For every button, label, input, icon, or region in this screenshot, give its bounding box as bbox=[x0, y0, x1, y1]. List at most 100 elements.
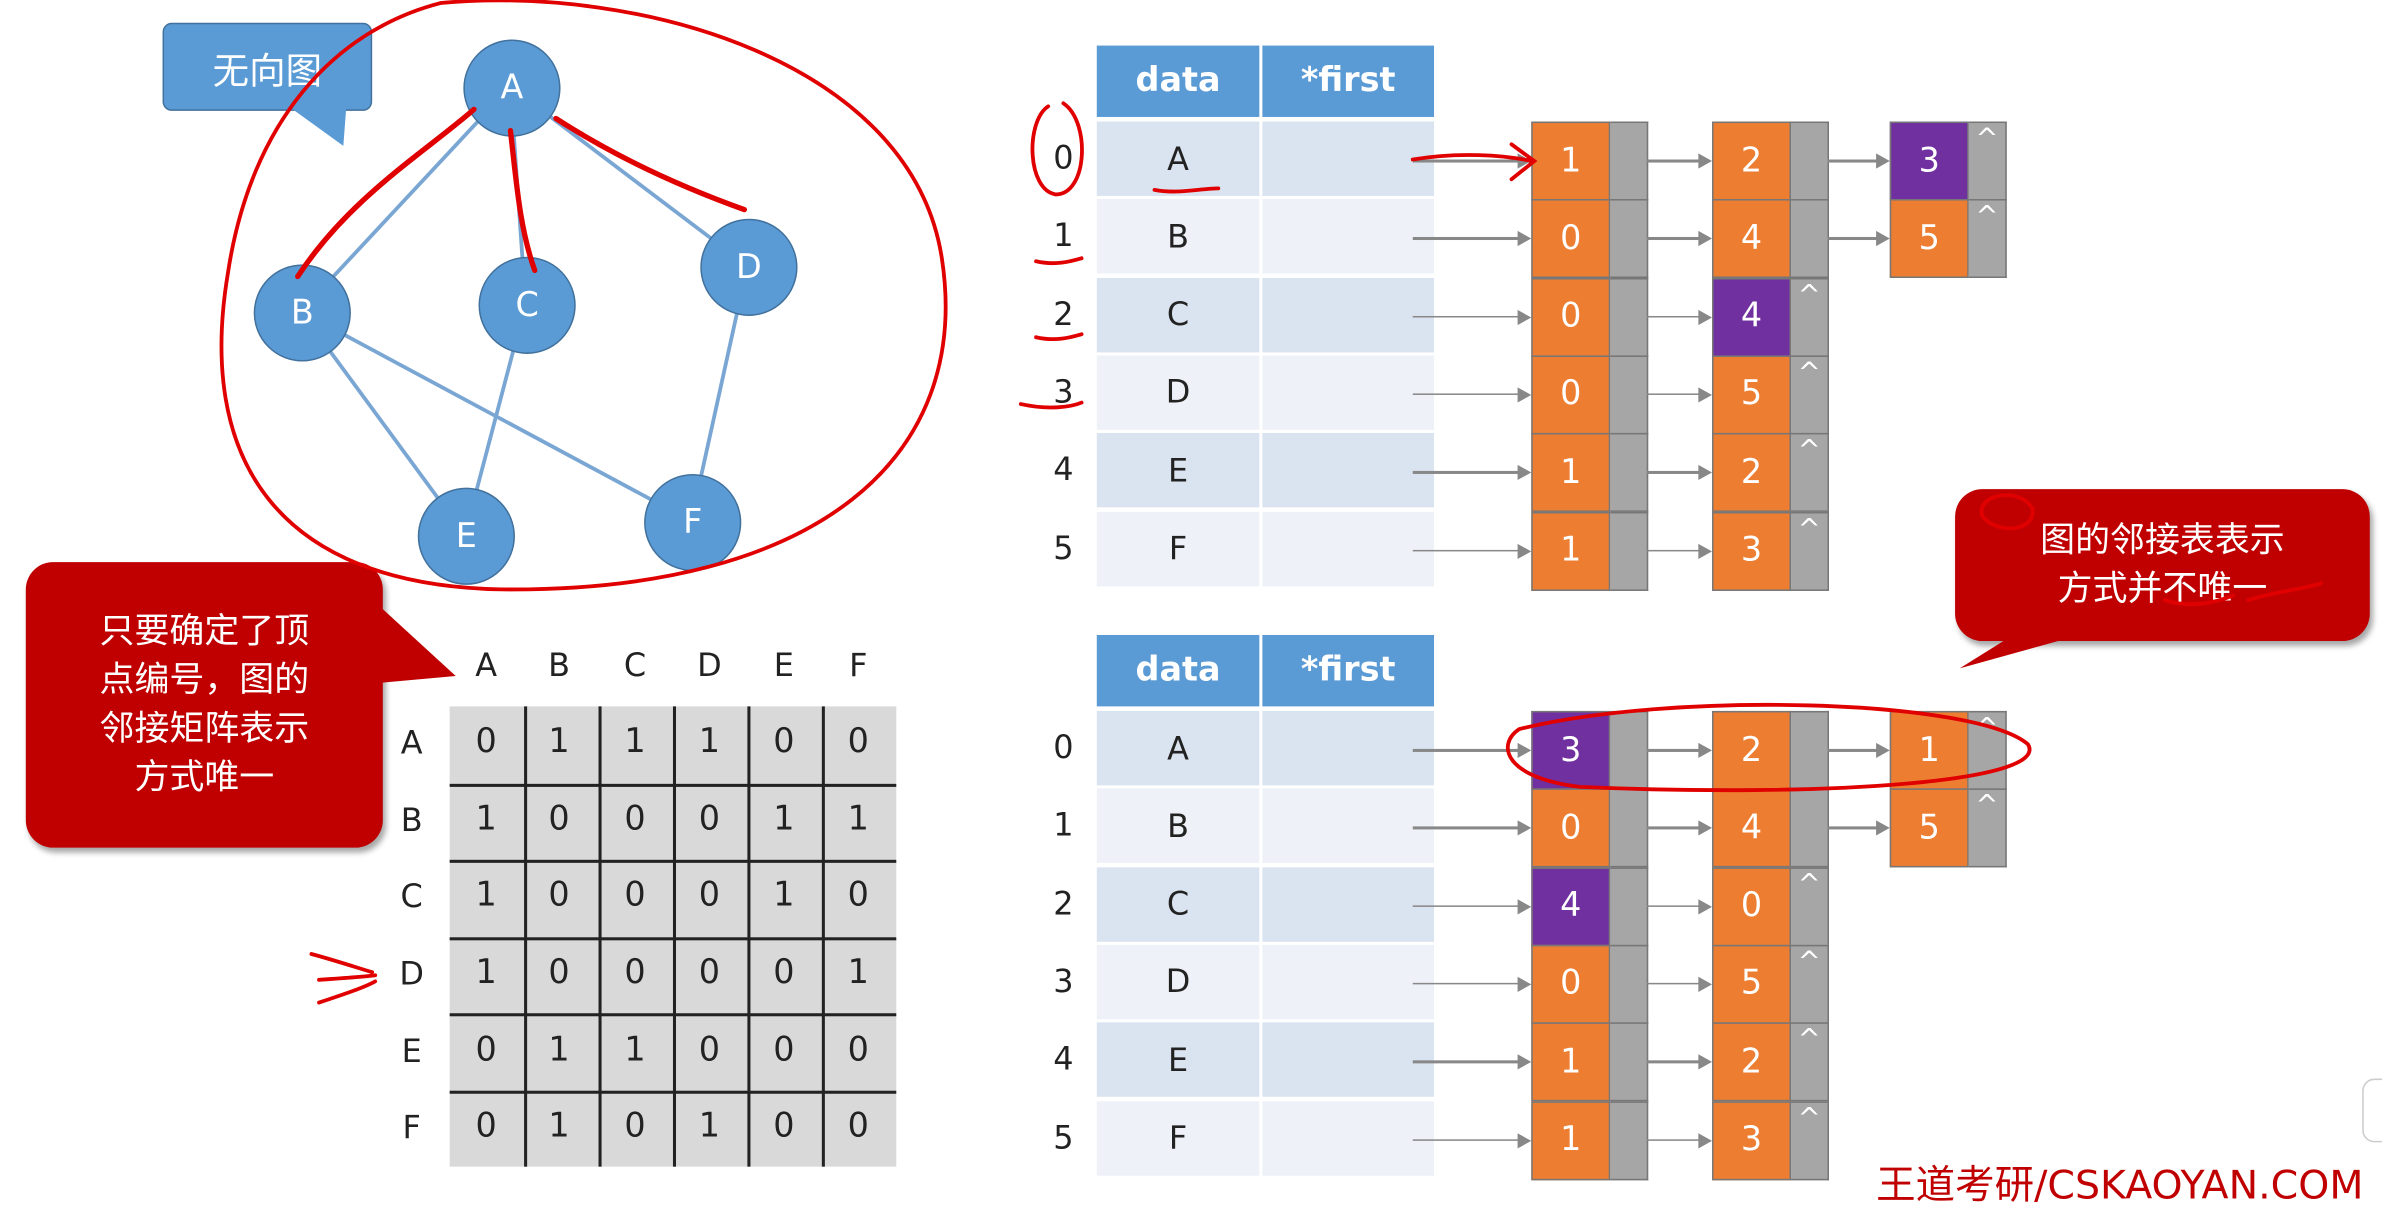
callout-tail bbox=[288, 106, 347, 146]
edge-node: 0 bbox=[1531, 788, 1649, 880]
matrix-cell: 0 bbox=[698, 876, 721, 915]
arrow-line bbox=[1646, 471, 1700, 474]
edge-node: 0 bbox=[1531, 355, 1649, 446]
matrix-row-header: E bbox=[401, 1032, 422, 1070]
matrix-cell: 0 bbox=[847, 723, 869, 762]
matrix-cell: 1 bbox=[548, 723, 570, 762]
adjvex: 1 bbox=[1531, 1022, 1611, 1102]
arrow-line bbox=[1412, 1060, 1520, 1063]
next-pointer bbox=[1610, 199, 1649, 279]
matrix-cell: 0 bbox=[624, 876, 646, 915]
vertex-data: A bbox=[1096, 710, 1260, 786]
next-pointer bbox=[1791, 788, 1829, 868]
grid-line bbox=[449, 1089, 897, 1093]
adjvex: 0 bbox=[1531, 788, 1611, 868]
arrow-head-icon bbox=[1876, 153, 1890, 169]
matrix-col-header: E bbox=[773, 647, 794, 684]
arrow-head-icon bbox=[1876, 742, 1890, 759]
edge-A-B bbox=[299, 85, 512, 313]
matrix-cell: 1 bbox=[847, 953, 869, 992]
handwritten-annotations bbox=[219, 0, 2324, 1005]
grid-line bbox=[747, 706, 751, 1167]
edge-node: 4 bbox=[1531, 866, 1649, 958]
next-pointer: ^ bbox=[1791, 1100, 1829, 1180]
edge-node: 4^ bbox=[1712, 277, 1829, 368]
red-circle-graph bbox=[219, 0, 948, 592]
matrix-row-header: A bbox=[400, 724, 423, 762]
first-pointer bbox=[1262, 511, 1435, 586]
arrow-head-icon bbox=[1698, 976, 1713, 992]
matrix-row-header: B bbox=[400, 802, 423, 839]
adjvex: 1 bbox=[1531, 121, 1611, 201]
adjvex: 4 bbox=[1712, 788, 1792, 868]
edge-node: 1 bbox=[1531, 1022, 1649, 1114]
header-first: *first bbox=[1262, 634, 1435, 707]
graph-node-A: A bbox=[463, 39, 561, 137]
note-line: 点编号，图的 bbox=[99, 660, 310, 701]
adjvex: 1 bbox=[1531, 1100, 1611, 1180]
arrow-head-icon bbox=[1698, 387, 1713, 403]
matrix-row-header: C bbox=[400, 878, 423, 915]
edge-node: 5^ bbox=[1889, 199, 2007, 290]
arrow-head-icon bbox=[1698, 465, 1713, 481]
vertex-index: 5 bbox=[1053, 529, 1074, 566]
first-pointer bbox=[1262, 199, 1435, 274]
red-oval-list bbox=[1505, 702, 2032, 793]
adjvex: 5 bbox=[1712, 355, 1792, 435]
matrix-cell: 0 bbox=[847, 1031, 869, 1070]
scroll-handle[interactable] bbox=[2362, 1078, 2382, 1143]
adjvex: 3 bbox=[1712, 511, 1792, 591]
arrow-line bbox=[1412, 315, 1520, 318]
arrow-head-icon bbox=[1876, 820, 1890, 836]
matrix-cell: 0 bbox=[773, 1031, 795, 1070]
red-edge-ab bbox=[295, 106, 477, 280]
matrix-cell: 0 bbox=[773, 723, 795, 762]
matrix-cell: 0 bbox=[624, 800, 646, 839]
arrow-head-icon bbox=[1517, 231, 1532, 247]
red-circle-zero bbox=[1030, 101, 1084, 197]
adjvex: 0 bbox=[1531, 277, 1611, 357]
first-pointer bbox=[1262, 788, 1435, 864]
arrow-line bbox=[1646, 1060, 1700, 1063]
matrix-cell: 0 bbox=[698, 1031, 721, 1070]
arrow-head-icon bbox=[1517, 976, 1532, 992]
grid-line bbox=[449, 936, 897, 940]
arrow-line bbox=[1412, 904, 1520, 908]
matrix-cell: 1 bbox=[548, 1107, 570, 1146]
red-circle-tu bbox=[1979, 493, 2035, 531]
arrow-to-list bbox=[1410, 142, 1538, 182]
vertex-index: 1 bbox=[1053, 807, 1074, 844]
graph-node-E: E bbox=[417, 487, 515, 585]
matrix-cell: 1 bbox=[624, 723, 646, 762]
matrix-cell: 0 bbox=[847, 876, 869, 915]
arrow-line bbox=[1827, 826, 1878, 830]
matrix-cell: 0 bbox=[475, 1107, 497, 1146]
next-pointer bbox=[1610, 1022, 1649, 1102]
adjvex: 0 bbox=[1712, 866, 1792, 946]
arrow-line bbox=[1412, 393, 1520, 396]
next-pointer bbox=[1610, 433, 1649, 513]
arrow-head-icon bbox=[1517, 465, 1532, 481]
vertex-index: 5 bbox=[1053, 1118, 1074, 1156]
vertex-data: A bbox=[1096, 121, 1260, 196]
red-edge-ac bbox=[507, 127, 538, 274]
edge-node: 3^ bbox=[1712, 511, 1829, 602]
arrow-head-icon bbox=[1517, 387, 1532, 403]
adjvex: 5 bbox=[1889, 199, 1969, 279]
vertex-data: D bbox=[1096, 944, 1260, 1020]
vertex-data: E bbox=[1096, 1022, 1260, 1098]
vertex-index: 4 bbox=[1053, 1040, 1074, 1078]
adjvex: 4 bbox=[1712, 277, 1792, 357]
adjvex: 2 bbox=[1712, 1022, 1792, 1102]
adjvex: 3 bbox=[1889, 121, 1969, 201]
next-pointer: ^ bbox=[1968, 710, 2007, 790]
first-pointer bbox=[1262, 355, 1435, 430]
edge-node: 5^ bbox=[1712, 355, 1829, 446]
arrow-head-icon bbox=[1517, 742, 1532, 759]
matrix-cell: 0 bbox=[624, 1107, 646, 1146]
arrow-head-icon bbox=[1698, 742, 1713, 759]
vertex-index: 2 bbox=[1053, 885, 1074, 922]
edge-node: 0 bbox=[1531, 277, 1649, 368]
next-pointer: ^ bbox=[1791, 511, 1829, 591]
grid-line bbox=[821, 706, 825, 1167]
